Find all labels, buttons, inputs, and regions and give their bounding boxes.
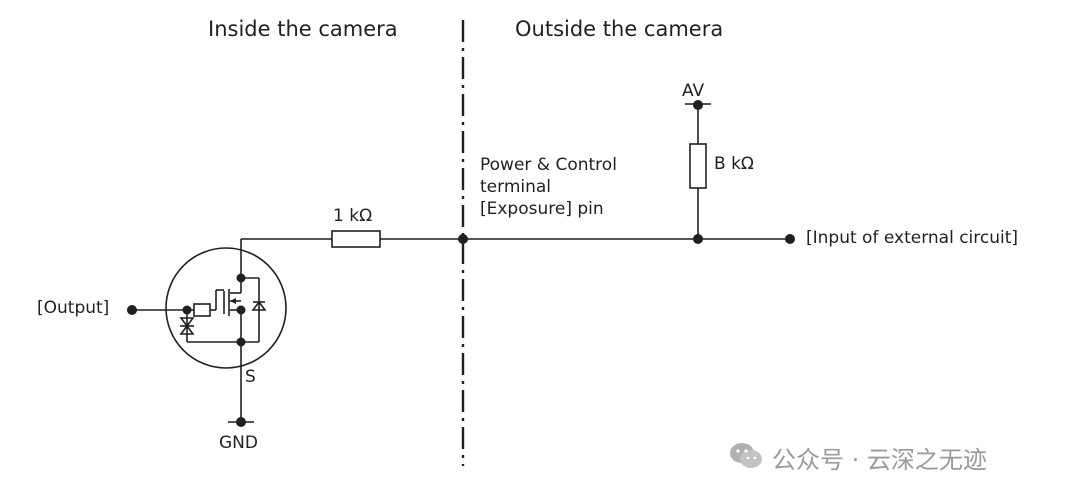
output-label: [Output] bbox=[37, 298, 110, 318]
junction-boundary bbox=[458, 234, 468, 244]
junction-drain bbox=[236, 273, 246, 283]
body-diode bbox=[251, 300, 267, 311]
external-resistor-label: B kΩ bbox=[714, 154, 754, 174]
pin-label-line2: terminal bbox=[480, 177, 552, 197]
zener-diode-top bbox=[179, 317, 195, 328]
mosfet-arrow bbox=[230, 298, 236, 304]
input-external-label: [Input of external circuit] bbox=[806, 228, 1019, 248]
gate-resistor bbox=[193, 303, 211, 317]
zener-diode-bottom bbox=[179, 324, 195, 335]
junction-source-body bbox=[236, 305, 246, 315]
terminal-ground bbox=[236, 417, 246, 427]
wechat-icon bbox=[730, 443, 762, 468]
resistor-b bbox=[689, 143, 707, 189]
source-label: S bbox=[245, 367, 256, 387]
junction-source bbox=[236, 337, 246, 347]
pin-label-line3: [Exposure] pin bbox=[480, 199, 604, 219]
junction-gate bbox=[182, 305, 192, 315]
ground-label: GND bbox=[219, 433, 258, 453]
terminal-input bbox=[785, 234, 795, 244]
outside-camera-label: Outside the camera bbox=[515, 17, 724, 41]
pin-label-line1: Power & Control bbox=[480, 155, 617, 175]
resistor-1k bbox=[331, 230, 381, 248]
junction-pullup bbox=[693, 234, 703, 244]
pin-label: Power & Control terminal [Exposure] pin bbox=[480, 154, 617, 220]
inside-camera-label: Inside the camera bbox=[208, 17, 398, 41]
watermark-text: 公众号 · 云深之无迹 bbox=[772, 446, 987, 474]
supply-label: AV bbox=[682, 81, 705, 101]
internal-resistor-label: 1 kΩ bbox=[333, 206, 373, 226]
mosfet-package bbox=[165, 247, 287, 369]
terminal-output bbox=[127, 305, 137, 315]
terminal-supply bbox=[693, 100, 703, 110]
